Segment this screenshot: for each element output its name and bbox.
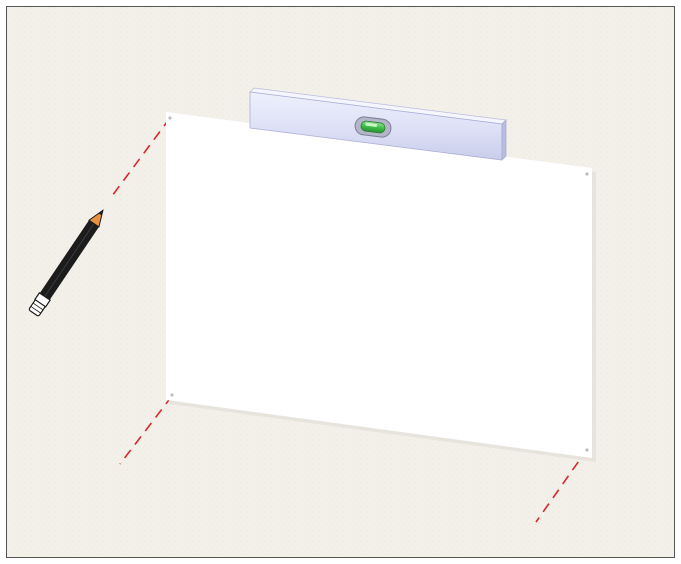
paper-template xyxy=(166,112,596,462)
spirit-level-end-face xyxy=(502,120,506,160)
corner-mark-bottom-left xyxy=(170,393,173,396)
corner-mark-bottom-right xyxy=(585,448,588,451)
corner-mark-top-left xyxy=(168,116,171,119)
corner-mark-top-right xyxy=(585,172,588,175)
paper-sheet xyxy=(166,112,592,458)
